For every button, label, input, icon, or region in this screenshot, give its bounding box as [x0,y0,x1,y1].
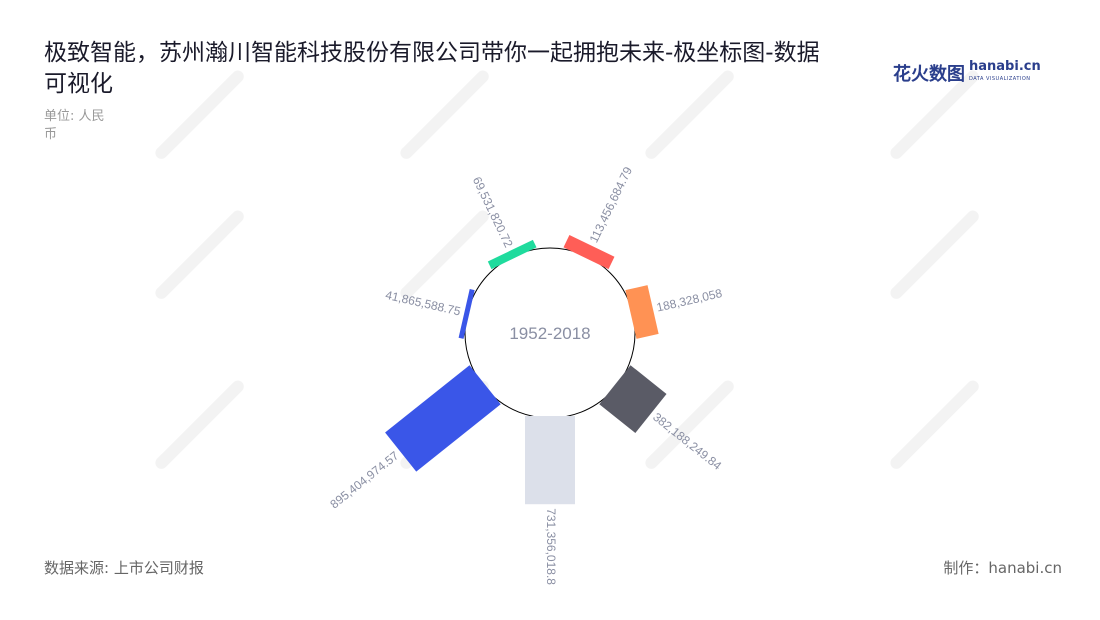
watermark-mark [155,210,244,299]
watermark-mark [155,70,244,159]
watermark-mark [400,70,489,159]
chart-title: 极致智能，苏州瀚川智能科技股份有限公司带你一起拥抱未来-极坐标图-数据可视化 [44,40,820,97]
polar-bar[interactable] [599,365,667,434]
watermark-mark [890,210,979,299]
logo-sub: DATA VISUALIZATION [969,76,1031,82]
polar-bar[interactable] [487,239,537,270]
watermark-mark [645,70,734,159]
center-label: 1952-2018 [509,324,590,343]
watermark-mark [890,70,979,159]
data-label: 895,404,974.57 [327,448,401,511]
polar-bar[interactable] [563,235,615,270]
polar-bar[interactable] [625,285,659,339]
credit: 制作：hanabi.cn [943,559,1062,577]
data-label: 113,456,684.79 [587,164,636,245]
polar-bar[interactable] [458,289,475,339]
logo-en-text: hanabi.cn [969,59,1041,74]
data-label: 188,328,058 [655,286,723,315]
logo-cn: 花火数图 [893,64,965,85]
polar-bar[interactable] [525,416,575,505]
watermark-mark [890,380,979,469]
data-label: 382,188,249.84 [650,410,724,473]
data-label: 731,356,018.8 [544,508,558,585]
data-label: 41,865,588.75 [384,288,462,319]
data-source: 数据来源: 上市公司财报 [44,559,204,577]
unit-label: 单位: 人民币 [44,109,105,142]
watermark-mark [645,380,734,469]
polar-bar[interactable] [385,365,501,472]
watermark-mark [155,380,244,469]
data-label: 69,531,820.72 [470,175,516,251]
watermark-mark [400,210,489,299]
